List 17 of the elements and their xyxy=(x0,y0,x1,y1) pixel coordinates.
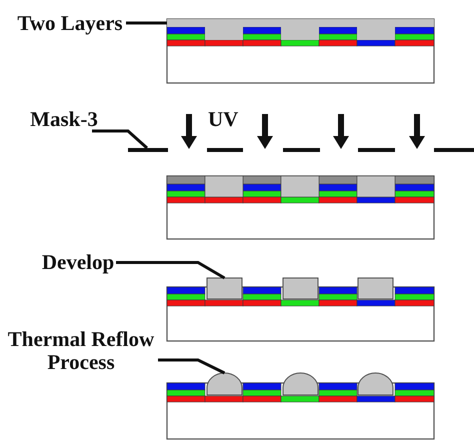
mask-segment xyxy=(128,148,168,152)
callout-label: Develop xyxy=(40,251,116,274)
microlens-dome xyxy=(282,372,318,396)
photoresist-block xyxy=(282,278,318,300)
microlens-dome xyxy=(358,372,394,396)
leader-line xyxy=(126,22,167,24)
callout-label: Thermal Reflow Process xyxy=(4,328,158,374)
callout-label: Two Layers xyxy=(14,12,126,35)
photoresist-block xyxy=(358,278,394,300)
callout-label: Mask-3 xyxy=(28,108,100,131)
leader-line xyxy=(92,130,148,150)
uv-label: UV xyxy=(208,108,238,131)
microlens-dome xyxy=(206,372,242,396)
photoresist-block xyxy=(206,278,242,300)
photoresist-layer xyxy=(167,19,434,27)
leader-line xyxy=(116,261,226,280)
leader-line xyxy=(158,358,226,374)
